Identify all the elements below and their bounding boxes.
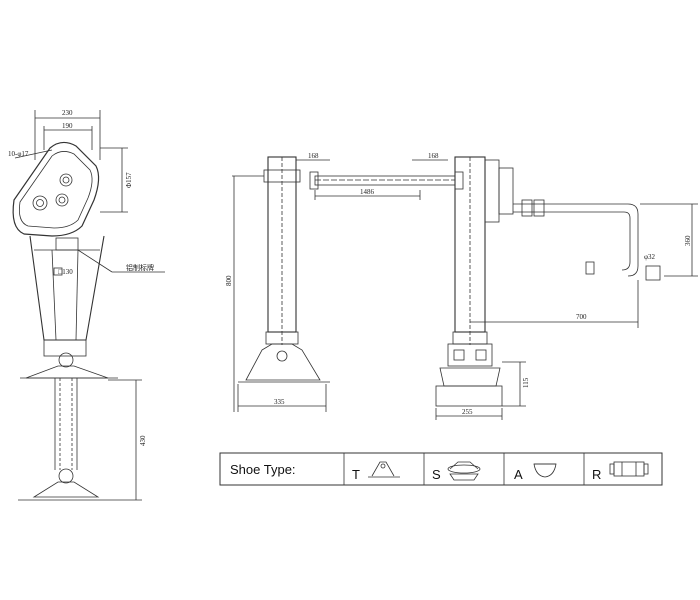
- dim-front-leg-height: 800: [225, 275, 233, 286]
- front-view: [232, 156, 698, 420]
- roller-shoe-icon: [609, 461, 649, 477]
- dim-front-top-left: 168: [308, 152, 319, 160]
- shoe-type-a-label: A: [514, 467, 523, 482]
- side-view: [12, 110, 165, 501]
- dim-side-nameplate: 铝制标牌: [126, 263, 154, 272]
- dim-side-box: □130: [58, 268, 73, 276]
- dim-front-top-right: 168: [428, 152, 439, 160]
- dim-front-shoe-width: 255: [462, 408, 473, 416]
- flat-foot-shoe-icon: [368, 461, 400, 478]
- shoe-type-s-label: S: [432, 467, 441, 482]
- dim-side-height-top: Φ157: [125, 172, 133, 188]
- dim-front-foot-width: 335: [274, 398, 285, 406]
- shoe-type-r-label: R: [592, 467, 601, 482]
- dim-side-lower-height: 430: [139, 435, 147, 446]
- sand-shoe-icon: [447, 461, 481, 481]
- dim-front-crank-reach: 700: [576, 313, 587, 321]
- shoe-type-title: Shoe Type:: [230, 462, 296, 477]
- dim-front-crank-height: 360: [684, 235, 692, 246]
- shoe-type-table: [219, 452, 663, 486]
- dim-side-width-inner: 190: [62, 122, 73, 130]
- dim-front-crank-dia: φ32: [644, 253, 656, 261]
- dimension-labels: 230 190 10-φ17 Φ157 □130 铝制标牌 430 800 16…: [8, 109, 692, 446]
- ball-shoe-icon: [533, 463, 557, 478]
- dim-front-shoe-height: 115: [522, 377, 530, 388]
- dim-front-shaft-length: 1486: [360, 188, 375, 196]
- dim-side-width-outer: 230: [62, 109, 73, 117]
- shoe-type-t-label: T: [352, 467, 360, 482]
- dim-side-small-dia: 10-φ17: [8, 150, 29, 158]
